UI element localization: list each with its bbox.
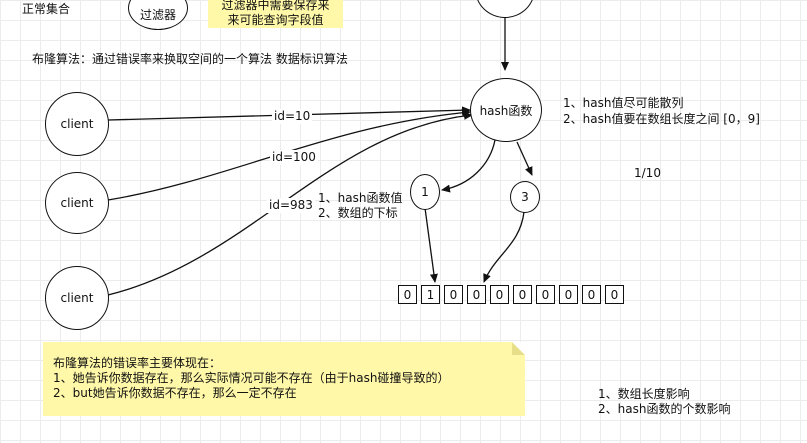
factor-2: 2、hash函数的个数影响 (598, 402, 731, 416)
index-note-2: 2、数组的下标 (318, 206, 398, 220)
page-heading: 布隆算法：通过错误率来换取空间的一个算法 数据标识算法 (32, 52, 348, 66)
bit-cell: 1 (421, 285, 440, 304)
error-rate-note: 布隆算法的错误率主要体现在： 1、她告诉你数据存在，那么实际情况可能不存在（由于… (43, 342, 525, 416)
hash-function-label: hash函数 (479, 103, 533, 118)
client-label: client (60, 196, 94, 210)
bit-cell: 0 (444, 285, 463, 304)
edge-label-id983: id=983 (267, 198, 315, 213)
index-node-label: 1 (421, 185, 429, 199)
client-label: client (60, 291, 94, 305)
hash-note-2: 2、hash值要在数组长度之间 [0，9] (563, 112, 760, 126)
error-rate-line1: 1、她告诉你数据存在，那么实际情况可能不存在（由于hash碰撞导致的） (53, 371, 450, 385)
factor-1: 1、数组长度影响 (598, 387, 690, 401)
hash-note-1: 1、hash值尽可能散列 (563, 96, 684, 110)
filter-node-label: 过滤器 (139, 7, 176, 22)
edge-label-id10: id=10 (272, 109, 313, 124)
client-node-2: client (45, 172, 109, 234)
error-rate-line2: 2、but她告诉你数据不存在，那么一定不存在 (53, 386, 297, 400)
edge-hash-to-node1 (441, 139, 496, 193)
bit-cell: 0 (398, 285, 417, 304)
index-node-3: 3 (510, 181, 540, 213)
bit-cell: 0 (513, 285, 532, 304)
edge-node1-to-array (424, 207, 438, 283)
index-node-1: 1 (410, 174, 440, 210)
edge-client3-to-hash (107, 111, 473, 296)
top-note-line2: 来可能查询字段值 (227, 13, 324, 27)
client-node-1: client (45, 92, 109, 156)
top-note: 过滤器中需要保存来 来可能查询字段值 (208, 0, 343, 28)
hash-function-node: hash函数 (470, 78, 542, 142)
ratio-label: 1/10 (634, 166, 661, 180)
client-node-3: client (45, 266, 109, 330)
error-rate-title: 布隆算法的错误率主要体现在： (53, 356, 222, 370)
bit-cell: 0 (490, 285, 509, 304)
index-note-1: 1、hash函数值 (318, 191, 403, 205)
bit-cell: 0 (536, 285, 555, 304)
client-label: client (60, 117, 94, 131)
bit-cell: 0 (605, 285, 624, 304)
bit-cell: 0 (467, 285, 486, 304)
bit-array: 0 1 0 0 0 0 0 0 0 0 (398, 285, 624, 304)
normal-set-label: 正常集合 (22, 2, 71, 16)
bit-cell: 0 (582, 285, 601, 304)
top-note-line1: 过滤器中需要保存来 (221, 0, 330, 12)
bit-cell: 0 (559, 285, 578, 304)
index-node-label: 3 (521, 190, 529, 204)
edge-label-id100: id=100 (270, 150, 318, 165)
edge-hash-to-node3 (516, 141, 533, 176)
edge-node3-to-array (483, 211, 525, 283)
